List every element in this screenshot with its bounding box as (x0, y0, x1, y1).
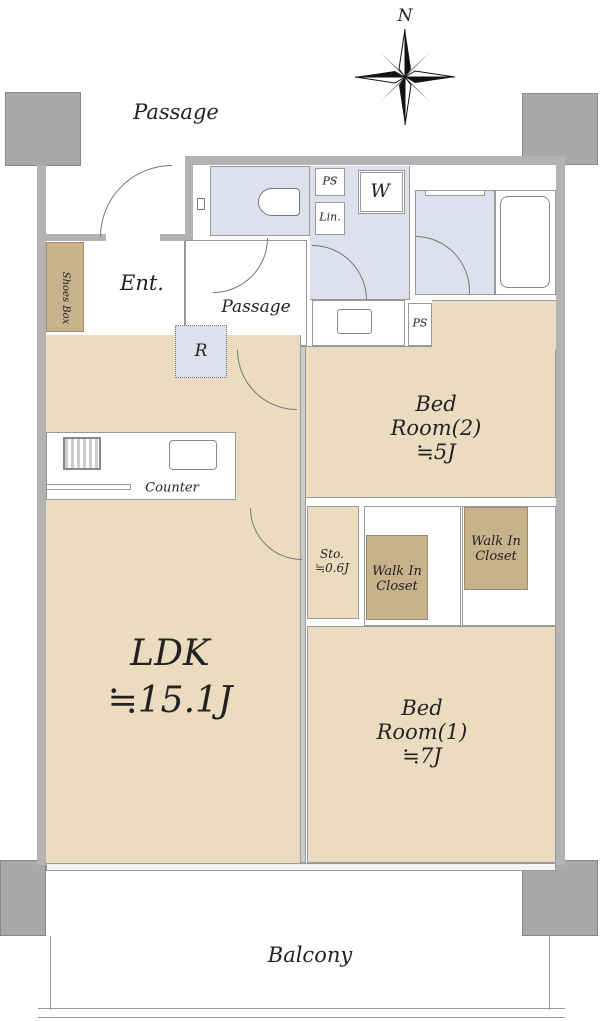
refrigerator-space (175, 325, 227, 378)
wic2-line2: Closet (475, 549, 517, 564)
pillar-top-left (5, 92, 81, 166)
vanity (312, 300, 405, 346)
pillar-bottom-left (0, 860, 46, 936)
wall-entry-top2 (160, 234, 190, 241)
ldk-size: ≒15.1J (107, 680, 233, 721)
pipe-space-bottom (408, 303, 432, 346)
bedroom-2-upper (432, 300, 556, 350)
pillar-bottom-right (522, 860, 598, 936)
toilet-icon (258, 188, 300, 216)
wic1-line1: Walk In (372, 564, 422, 580)
storage-name: Sto. (320, 547, 344, 562)
entrance-door-swing (100, 165, 172, 237)
bath-shelf (425, 190, 485, 196)
wall-left (37, 165, 46, 865)
washer-space (358, 170, 405, 214)
wall-outlet-icon (197, 198, 205, 210)
bedroom-2-label: Bed Room(2) ≒5J (391, 392, 482, 464)
bedroom-2 (305, 346, 556, 498)
bedroom-1-size: ≒7J (402, 744, 442, 769)
inner-passage-label: Passage (221, 297, 291, 318)
compass: N (350, 5, 460, 130)
wall-entry-top (46, 234, 106, 241)
sink-icon (337, 309, 372, 334)
linen-label: Lin. (319, 210, 341, 224)
counter-label: Counter (145, 480, 199, 496)
storage-label: Sto. ≒0.6J (315, 547, 349, 576)
balcony (50, 936, 550, 1010)
ldk-name: LDK (130, 633, 210, 675)
bedroom-2-name-line2: Room(2) (390, 415, 482, 440)
walk-in-closet-2-label: Walk In Closet (471, 534, 521, 565)
bedroom-1-name-line1: Bed (401, 695, 443, 720)
washer-label: W (370, 180, 390, 203)
bedroom-1-label: Bed Room(1) ≒7J (377, 696, 468, 768)
pipe-space-top (315, 168, 345, 196)
balcony-label: Balcony (267, 942, 353, 967)
entrance-label: Ent. (120, 270, 164, 295)
bedroom-1-name-line2: Room(1) (376, 719, 468, 744)
bathtub-area (495, 190, 556, 295)
walk-in-closet-2-shelf (464, 507, 528, 590)
pipe-space-bottom-label: PS (412, 316, 428, 330)
storage (307, 506, 359, 619)
compass-rose-icon (354, 28, 456, 126)
kitchen-sink-icon (169, 440, 217, 470)
compass-north-label: N (397, 6, 413, 27)
bedroom-2-size: ≒5J (416, 440, 456, 465)
ldk-label: LDK ≒15.1J (108, 631, 233, 725)
ldk (46, 335, 301, 863)
wall-entry-side (185, 156, 193, 240)
walk-in-closet-1-label: Walk In Closet (372, 564, 422, 595)
counter-edge (46, 484, 131, 490)
stove-icon (63, 437, 101, 470)
walk-in-closet-1-shelf (366, 535, 428, 620)
storage-size: ≒0.6J (315, 561, 349, 575)
bedroom-1 (307, 626, 556, 863)
outer-passage-label: Passage (133, 99, 219, 124)
partition-wall (300, 346, 306, 863)
wic2-line1: Walk In (471, 534, 521, 550)
wall-right (556, 165, 565, 865)
shoes-box (46, 242, 84, 332)
refrigerator-label: R (194, 341, 208, 362)
pipe-space-top-label: PS (322, 174, 338, 188)
linen-closet (315, 202, 345, 235)
wic1-line2: Closet (376, 579, 418, 594)
bedroom-2-name-line1: Bed (415, 391, 457, 416)
pillar-top-right (522, 93, 598, 165)
shoes-box-label: Shoes Box (59, 271, 71, 325)
wall-top (185, 156, 565, 165)
window-sash (46, 863, 556, 871)
balcony-rail (38, 1008, 565, 1018)
bathtub-icon (500, 196, 550, 288)
